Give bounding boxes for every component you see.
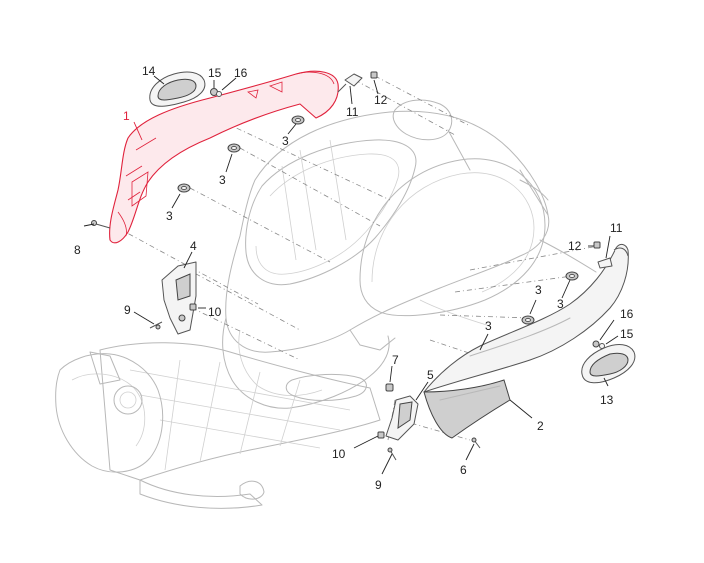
part-4-bracket[interactable] xyxy=(161,261,197,335)
callout-8: 8 xyxy=(74,243,81,257)
grommets-part-3 xyxy=(177,115,579,361)
callout-7: 7 xyxy=(392,353,399,367)
callout-6: 6 xyxy=(460,463,467,477)
callout-9: 9 xyxy=(375,478,382,492)
callout-2: 2 xyxy=(537,419,544,433)
callout-3: 3 xyxy=(282,134,289,148)
part-11-upper-screw xyxy=(337,73,363,93)
callout-3: 3 xyxy=(485,319,492,333)
part-12-upper-clip xyxy=(370,71,378,79)
callout-1: 1 xyxy=(123,109,130,123)
part-11-right-screw xyxy=(597,257,613,269)
callout-14: 14 xyxy=(142,64,156,78)
part-10-lower-nut xyxy=(377,431,385,439)
part-2-side-panel[interactable] xyxy=(423,243,629,439)
callout-16: 16 xyxy=(234,66,248,80)
part-15-16-upper-fasteners xyxy=(210,88,222,97)
callout-labels: 1 14 15 16 11 12 3 3 3 8 4 9 10 11 12 3 … xyxy=(74,64,634,492)
part-6-screw xyxy=(471,437,481,449)
callout-12: 12 xyxy=(568,239,582,253)
part-12-right-clip xyxy=(593,241,601,249)
callout-12: 12 xyxy=(374,93,388,107)
callout-3: 3 xyxy=(166,209,173,223)
callout-9: 9 xyxy=(124,303,131,317)
part-5-small-bracket[interactable] xyxy=(385,395,419,441)
part-10-upper-nut xyxy=(189,303,197,311)
part-13-right-lens[interactable] xyxy=(581,344,636,384)
leader-lines xyxy=(83,75,619,475)
callout-3: 3 xyxy=(557,297,564,311)
part-9-lower-screw xyxy=(387,447,397,461)
part-8-screw xyxy=(91,220,111,229)
callout-11: 11 xyxy=(346,105,359,119)
callout-4: 4 xyxy=(190,239,197,253)
callout-15: 15 xyxy=(208,66,222,80)
part-14-left-lens[interactable] xyxy=(149,71,206,107)
scooter-frame xyxy=(55,99,597,509)
callout-10: 10 xyxy=(332,447,346,461)
part-7-nut xyxy=(385,383,394,392)
callout-3: 3 xyxy=(219,173,226,187)
callout-15: 15 xyxy=(620,327,634,341)
callout-10: 10 xyxy=(208,305,222,319)
callout-16: 16 xyxy=(620,307,634,321)
part-15-16-lower-fasteners xyxy=(592,340,605,349)
callout-13: 13 xyxy=(600,393,614,407)
callout-11: 11 xyxy=(610,221,623,235)
part-9-upper-screw xyxy=(149,321,163,330)
callout-3: 3 xyxy=(535,283,542,297)
callout-5: 5 xyxy=(427,368,434,382)
part-1-rear-panel[interactable] xyxy=(109,70,339,244)
